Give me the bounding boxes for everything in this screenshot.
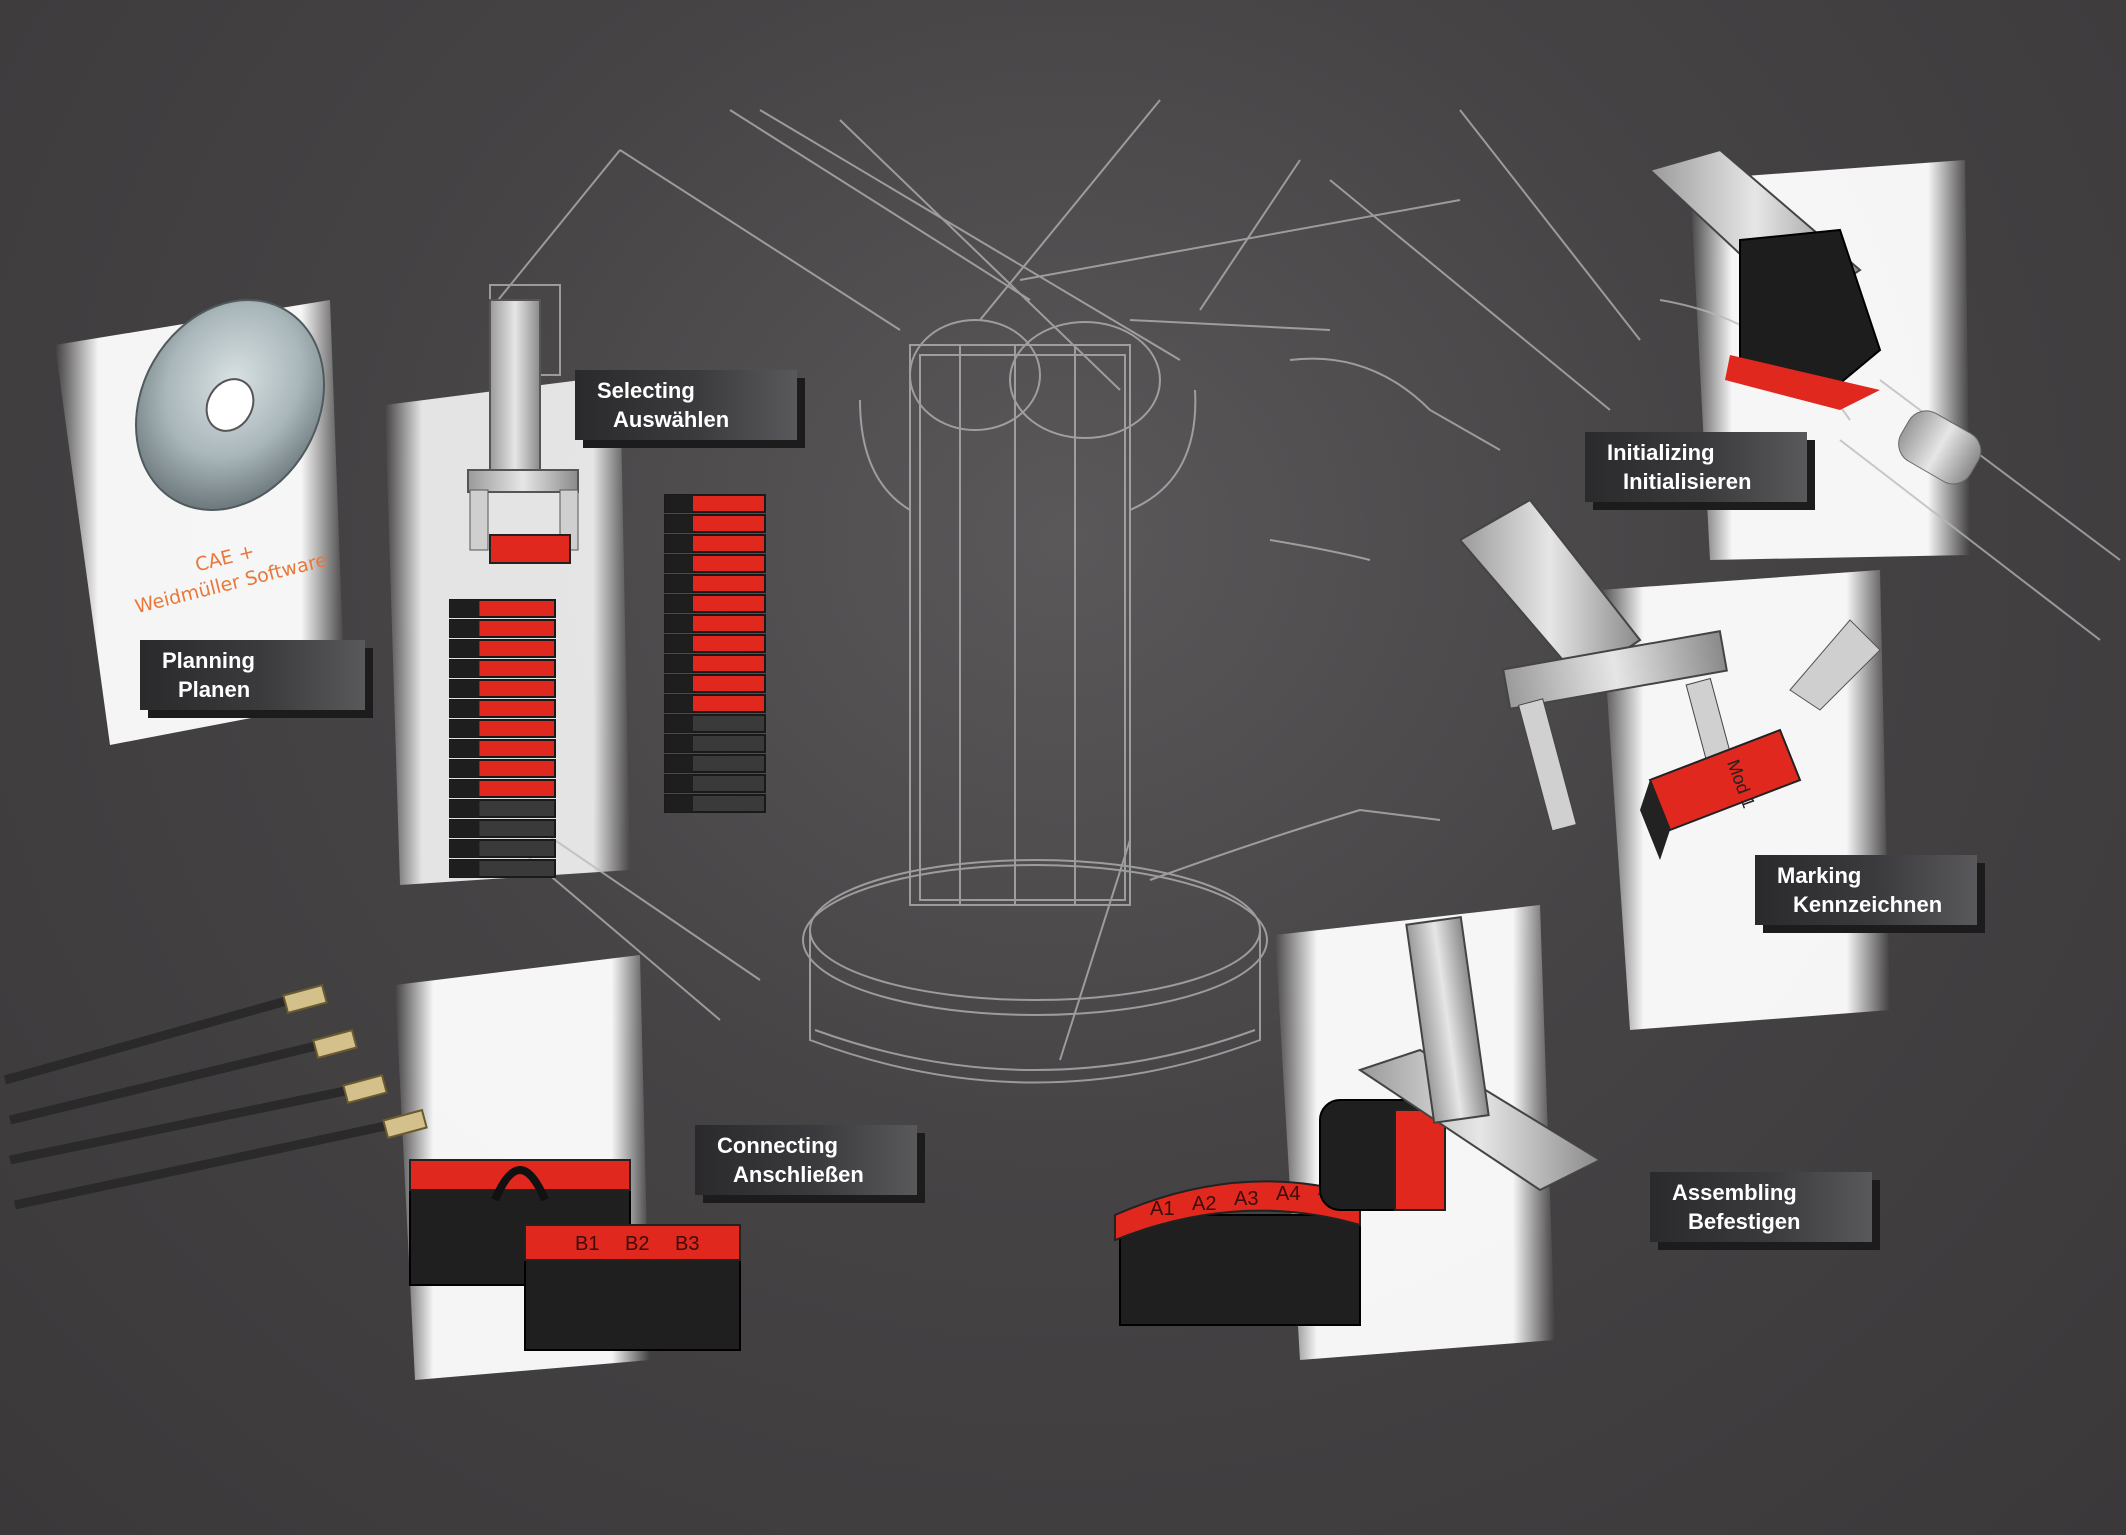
label-connecting: Connecting Anschließen	[695, 1125, 917, 1195]
terminal-block-side	[450, 680, 480, 697]
terminal-marking-label: A3	[1234, 1188, 1258, 1210]
cd-disc-icon	[135, 299, 325, 511]
terminal-stack-right	[664, 494, 766, 813]
terminal-block-side	[665, 675, 693, 692]
label-initializing: Initializing Initialisieren	[1585, 432, 1807, 502]
terminal-block-side	[450, 700, 480, 717]
terminal-block-side	[665, 735, 693, 752]
terminal-block-side	[665, 795, 693, 812]
label-marking-de: Kennzeichnen	[1793, 892, 1943, 917]
label-initializing-en: Initializing	[1607, 440, 1715, 465]
robot-sketch	[489, 99, 2121, 1084]
label-marking-en: Marking	[1777, 863, 1862, 888]
terminal-marking-label: A4	[1276, 1183, 1300, 1205]
terminal-block-side	[665, 595, 693, 612]
label-selecting-de: Auswählen	[613, 407, 730, 432]
terminal-block-side	[450, 620, 480, 637]
label-assembling: Assembling Befestigen	[1650, 1172, 1872, 1242]
terminal-marking-label: B1	[575, 1233, 599, 1255]
connecting-wires	[3, 995, 391, 1210]
terminal-block-side	[665, 515, 693, 532]
terminal-block-side	[450, 720, 480, 737]
label-assembling-de: Befestigen	[1688, 1209, 1801, 1234]
initializing-gripper	[1648, 148, 1982, 485]
terminal-marking-label: B2	[625, 1233, 649, 1255]
label-planning-de: Planen	[178, 677, 251, 702]
terminal-block-side	[665, 775, 693, 792]
label-initializing-de: Initialisieren	[1623, 469, 1752, 494]
terminal-block-side	[450, 660, 480, 677]
label-selecting: Selecting Auswählen	[575, 370, 797, 440]
terminal-block-side	[450, 800, 480, 817]
marking-gripper: Mod 1	[1458, 498, 1881, 860]
label-connecting-de: Anschließen	[733, 1162, 864, 1187]
terminal-block-side	[665, 555, 693, 572]
terminal-stack-left	[449, 599, 556, 878]
terminal-block-side	[450, 820, 480, 837]
terminal-block-side	[665, 535, 693, 552]
terminal-block-side	[665, 635, 693, 652]
terminal-marking-label: A2	[1192, 1193, 1216, 1215]
terminal-block-side	[450, 740, 480, 757]
terminal-marking-label: A1	[1150, 1198, 1174, 1220]
terminal-block-side	[665, 715, 693, 732]
label-marking: Marking Kennzeichnen	[1755, 855, 1977, 925]
terminal-block-side	[665, 495, 693, 512]
connecting-terminal-block: B1 B2 B3	[409, 1159, 741, 1351]
wire-ferrules	[282, 983, 428, 1140]
selecting-gripper	[467, 299, 579, 564]
terminal-block-side	[450, 760, 480, 777]
terminal-block-side	[450, 780, 480, 797]
terminal-block-side	[665, 655, 693, 672]
terminal-block-side	[450, 840, 480, 857]
terminal-block-side	[450, 600, 480, 617]
terminal-marking-label: B3	[675, 1233, 699, 1255]
terminal-block-side	[665, 755, 693, 772]
label-selecting-en: Selecting	[597, 378, 695, 403]
terminal-block-side	[450, 860, 480, 877]
label-planning-en: Planning	[162, 648, 255, 673]
terminal-block-side	[665, 615, 693, 632]
terminal-block-side	[665, 695, 693, 712]
terminal-block-side	[665, 575, 693, 592]
assembling-terminals: A1A2A3A4A5	[1114, 915, 1603, 1326]
label-planning: Planning Planen	[140, 640, 365, 710]
label-assembling-en: Assembling	[1672, 1180, 1797, 1205]
label-connecting-en: Connecting	[717, 1133, 838, 1158]
terminal-block-side	[450, 640, 480, 657]
